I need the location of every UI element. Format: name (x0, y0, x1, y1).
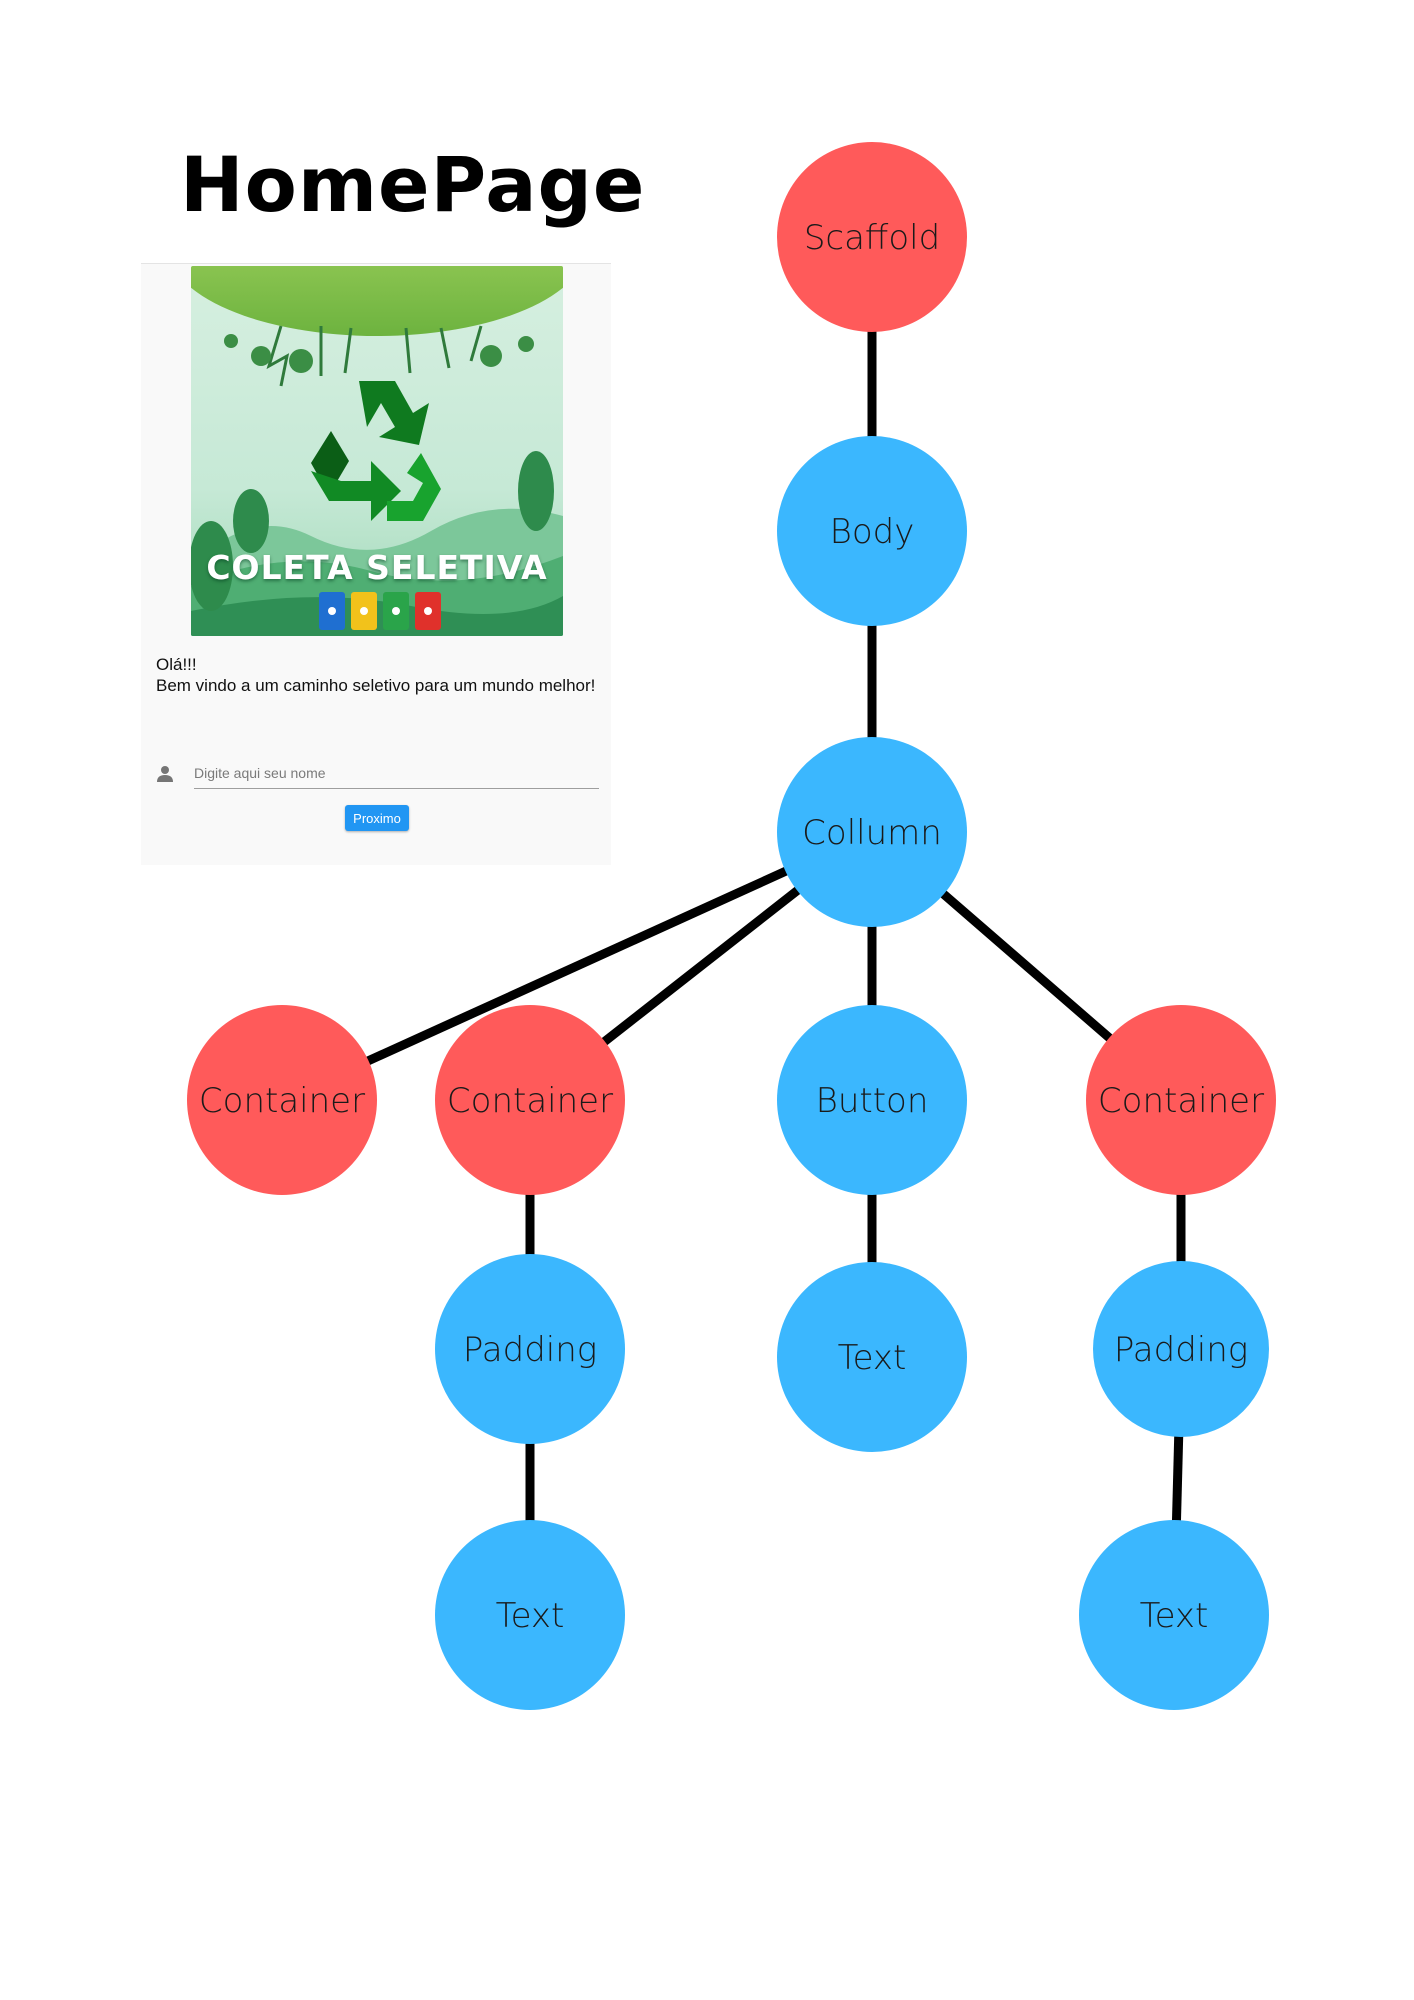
node-scaffold: Scaffold (777, 142, 967, 332)
welcome-message: Bem vindo a um caminho seletivo para um … (156, 676, 596, 695)
greeting-text: Olá!!! Bem vindo a um caminho seletivo p… (156, 654, 601, 696)
node-label-padding2: Padding (1114, 1330, 1248, 1370)
node-body: Body (777, 436, 967, 626)
cover-illustration (191, 266, 563, 636)
recycling-bins (319, 592, 441, 630)
node-label-text_button: Text (838, 1338, 907, 1378)
node-label-text1: Text (496, 1596, 565, 1636)
node-padding2: Padding (1093, 1261, 1269, 1437)
node-circle-text_button (777, 1262, 967, 1452)
person-icon (157, 766, 173, 782)
node-circle-button (777, 1005, 967, 1195)
node-label-container1: Container (199, 1081, 365, 1121)
node-label-column: Collumn (802, 813, 942, 853)
node-circle-padding1 (435, 1254, 625, 1444)
node-circle-text2 (1079, 1520, 1269, 1710)
name-field (155, 758, 601, 798)
node-circle-padding2 (1093, 1261, 1269, 1437)
node-label-button: Button (816, 1081, 929, 1121)
page-title: HomePage (180, 140, 646, 229)
node-circle-column (777, 737, 967, 927)
node-circle-container3 (1086, 1005, 1276, 1195)
node-container2: Container (435, 1005, 625, 1195)
node-circle-text1 (435, 1520, 625, 1710)
node-label-text2: Text (1140, 1596, 1209, 1636)
node-label-container3: Container (1098, 1081, 1264, 1121)
node-column: Collumn (777, 737, 967, 927)
node-text_button: Text (777, 1262, 967, 1452)
next-button[interactable]: Proximo (345, 805, 409, 831)
edge-column-container1 (280, 827, 874, 1105)
cover-title: COLETA SELETIVA (206, 548, 548, 587)
node-circle-scaffold (777, 142, 967, 332)
app-preview: COLETA SELETIVA Olá!!! Bem vindo a um ca… (141, 263, 611, 865)
greeting-line: Olá!!! (156, 655, 197, 674)
node-text2: Text (1079, 1520, 1269, 1710)
node-container3: Container (1086, 1005, 1276, 1195)
node-button: Button (777, 1005, 967, 1195)
node-label-scaffold: Scaffold (804, 218, 940, 258)
recycle-icon (311, 381, 441, 521)
node-circle-container2 (435, 1005, 625, 1195)
node-text1: Text (435, 1520, 625, 1710)
node-circle-container1 (187, 1005, 377, 1195)
node-label-body: Body (830, 512, 915, 552)
node-label-padding1: Padding (463, 1330, 597, 1370)
node-padding1: Padding (435, 1254, 625, 1444)
name-input[interactable] (194, 758, 599, 789)
node-label-container2: Container (447, 1081, 613, 1121)
tree-edges (280, 237, 1186, 1616)
node-circle-body (777, 436, 967, 626)
node-container1: Container (187, 1005, 377, 1195)
cover-image: COLETA SELETIVA (191, 266, 563, 636)
